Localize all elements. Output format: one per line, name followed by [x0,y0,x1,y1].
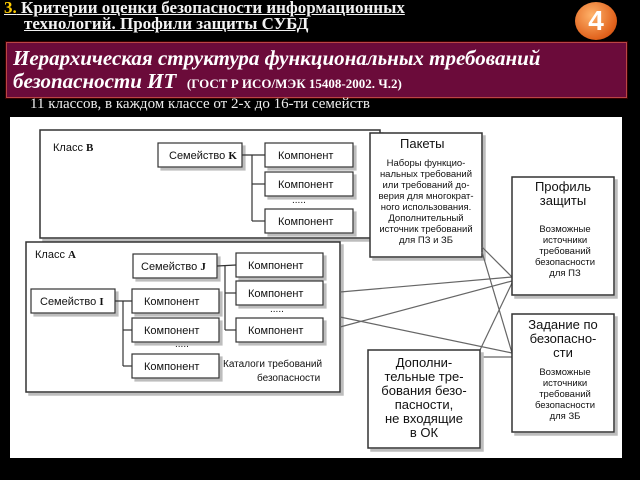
family-k-label: Семейство K [169,150,237,162]
svg-text:Наборы функцио-: Наборы функцио- [387,158,466,169]
svg-text:защиты: защиты [540,193,586,208]
ellipsis: ..... [270,304,284,315]
component-label: Компонент [248,325,303,337]
family-j-label: Семейство J [141,261,206,273]
component-label: Компонент [144,296,199,308]
svg-text:источники: источники [543,235,587,246]
svg-text:безопасно-: безопасно- [530,331,597,346]
standard-reference: (ГОСТ Р ИСО/МЭК 15408-2002. Ч.2) [186,76,402,91]
slide-title: 3. Критерии оценки безопасности информац… [4,0,564,32]
component-label: Компонент [144,361,199,373]
svg-text:бования безо-: бования безо- [381,383,466,398]
hierarchy-diagram: Класс B Семейство K Компонент Компонент … [25,129,615,449]
svg-text:для ЗБ: для ЗБ [550,411,581,422]
svg-text:Задание по: Задание по [528,317,597,332]
protection-profile-description: Возможные источники требований безопасно… [535,224,595,279]
svg-text:Дополни-: Дополни- [396,355,453,370]
svg-text:источник требований: источник требований [379,224,472,235]
component-box [131,317,220,343]
svg-text:Дополнительный: Дополнительный [388,213,463,224]
svg-text:тельные тре-: тельные тре- [384,369,463,384]
class-a-label: Класс A [35,249,76,261]
family-i-label: Семейство I [40,296,104,308]
component-label: Компонент [248,260,303,272]
connector-lines [339,246,513,358]
security-target-box [511,313,615,433]
ellipsis: ..... [175,339,189,350]
additional-requirements-text: Дополни- тельные тре- бования безо- пасн… [381,355,466,440]
svg-text:верия для многократ-: верия для многократ- [378,191,473,202]
svg-text:безопасности: безопасности [535,257,595,268]
security-target-description: Возможные источники требований безопасно… [535,367,595,422]
svg-text:или требований до-: или требований до- [382,180,469,191]
protection-profile-title: Профиль защиты [535,179,591,208]
svg-text:ного использования.: ного использования. [381,202,472,213]
component-box [131,288,220,314]
banner-line-2: безопасности ИТ (ГОСТ Р ИСО/МЭК 15408-20… [13,70,402,95]
banner-line-1: Иерархическая структура функциональных т… [13,46,541,70]
svg-text:для ПЗ и ЗБ: для ПЗ и ЗБ [399,235,453,246]
banner-line-2-text: безопасности ИТ [13,69,177,93]
family-j-box [132,253,218,279]
svg-text:требований: требований [539,389,591,400]
svg-text:Возможные: Возможные [539,224,590,235]
svg-text:сти: сти [553,345,573,360]
ellipsis: ..... [292,195,306,206]
heading-banner: Иерархическая структура функциональных т… [6,42,627,98]
component-label: Компонент [144,325,199,337]
catalogs-label-2: безопасности [257,372,320,384]
component-box [264,171,354,197]
packages-box [369,132,483,258]
component-label: Компонент [248,288,303,300]
security-target-title: Задание по безопасно- сти [528,317,597,360]
component-label: Компонент [278,150,333,162]
section-number: 3. [4,0,17,17]
catalogs-label-1: Каталоги требований [223,358,322,370]
diagram-panel: Класс B Семейство K Компонент Компонент … [10,117,622,458]
component-label: Компонент [278,179,333,191]
subtitle: 11 классов, в каждом классе от 2-х до 16… [30,96,370,112]
title-line-1: Критерии оценки безопасности информацион… [21,0,405,17]
svg-text:источники: источники [543,378,587,389]
component-box [131,353,220,379]
svg-text:Профиль: Профиль [535,179,591,194]
svg-text:для ПЗ: для ПЗ [549,268,581,279]
protection-profile-box [511,176,615,296]
additional-requirements-box [367,349,481,449]
component-box [264,142,354,168]
svg-text:в ОК: в ОК [410,425,439,440]
slide-number-badge: 4 [575,2,617,40]
svg-text:пасности,: пасности, [395,397,454,412]
svg-text:безопасности: безопасности [535,400,595,411]
svg-text:не входящие: не входящие [385,411,463,426]
packages-description: Наборы функцио- нальных требований или т… [378,158,473,246]
svg-text:требований: требований [539,246,591,257]
component-label: Компонент [278,216,333,228]
component-box [264,208,354,234]
class-b-label: Класс B [53,142,94,154]
title-line-2: технологий. Профили защиты СУБД [24,14,309,33]
svg-text:Возможные: Возможные [539,367,590,378]
svg-text:нальных требований: нальных требований [380,169,472,180]
family-i-box [30,288,116,314]
component-box [235,317,324,343]
packages-title: Пакеты [400,136,445,151]
